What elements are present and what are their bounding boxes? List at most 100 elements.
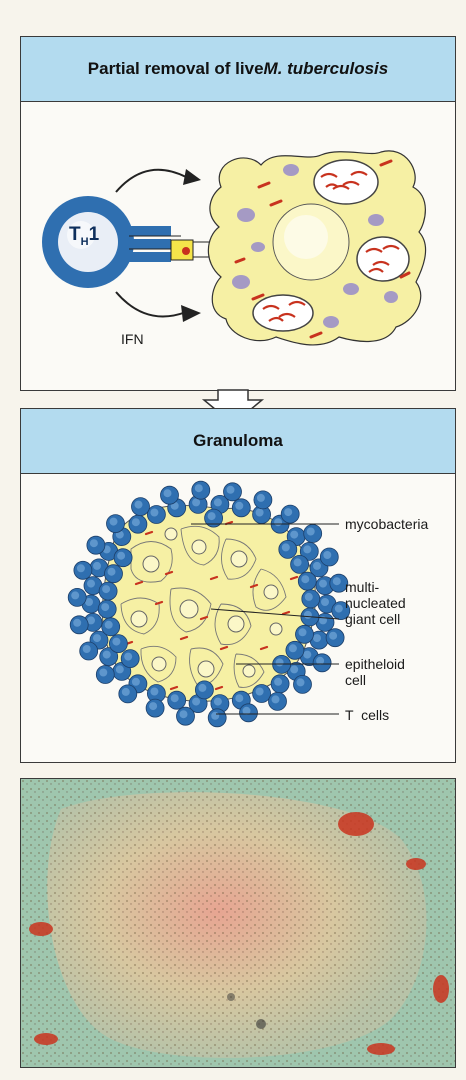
- t-cell-highlight: [134, 500, 143, 509]
- t-cell-highlight: [192, 697, 201, 706]
- t-cell-highlight: [296, 678, 305, 687]
- macrophage: [207, 150, 427, 346]
- t-cell-highlight: [316, 656, 325, 665]
- ifn-label: IFN: [121, 331, 144, 347]
- t-cell-highlight: [306, 527, 315, 536]
- t-cell-highlight: [104, 620, 113, 629]
- t-cell-highlight: [319, 579, 327, 588]
- t-cell-highlight: [115, 665, 124, 674]
- granuloma-micrograph: [20, 778, 456, 1068]
- t-cell-highlight: [303, 545, 312, 554]
- t-cell-highlight: [255, 687, 264, 696]
- giant-cell-label-line2: nucleated: [345, 595, 406, 611]
- receptor-complex: [129, 226, 211, 262]
- t-cell-highlight: [281, 543, 290, 552]
- t-cell-highlight: [293, 558, 302, 567]
- giant-cell-label-line3: giant cell: [345, 611, 401, 627]
- t-cell-highlight: [150, 508, 159, 517]
- t-cell-highlight: [71, 591, 80, 600]
- t-cell-highlight: [290, 665, 299, 674]
- t-cell-highlight: [99, 668, 108, 677]
- t-cell-highlight: [102, 650, 111, 659]
- t-cell-highlight: [284, 508, 293, 517]
- th1-label-num: 1: [88, 224, 100, 245]
- t-cell-highlight: [301, 575, 310, 584]
- t-cell-highlight: [198, 683, 207, 692]
- t-cell-highlight: [207, 512, 216, 521]
- activation-panel-header: Partial removal of live M. tuberculosis: [21, 37, 455, 102]
- activation-title-text: Partial removal of live: [87, 59, 264, 78]
- t-cell-highlight: [194, 484, 203, 493]
- t-cell-highlight: [112, 637, 121, 646]
- t-cell-highlight: [298, 628, 307, 637]
- t-cell-highlight: [332, 577, 341, 586]
- leader-lines: [191, 523, 340, 715]
- nuclei: [130, 527, 283, 678]
- t-cell-highlight: [323, 551, 332, 559]
- t-cell-highlight: [131, 677, 140, 686]
- t-cell-highlight: [149, 702, 158, 711]
- t-cell-highlight: [304, 592, 313, 601]
- t-cell-highlight: [242, 706, 251, 715]
- t-cell-highlight: [179, 710, 188, 719]
- t-cell-highlight: [213, 498, 222, 507]
- t-cell-highlight: [109, 517, 118, 526]
- t-cell-highlight: [303, 610, 312, 619]
- epitheloid-cells: [120, 525, 287, 688]
- t-cell-highlight: [303, 650, 312, 659]
- mycobacteria-label: mycobacteria: [345, 516, 429, 532]
- th1-label-sub: H: [80, 235, 89, 248]
- t-cell-highlight: [102, 585, 111, 594]
- granuloma-panel: Granuloma: [20, 408, 456, 763]
- granuloma-diagram: [67, 480, 351, 728]
- t-cells-label: T cells: [345, 707, 390, 723]
- t-cell-highlight: [87, 616, 95, 625]
- t-cell-highlight: [226, 485, 235, 494]
- t-cell-highlight: [256, 493, 265, 502]
- t-cell-highlight: [313, 634, 321, 643]
- t-cell-highlight: [313, 561, 321, 570]
- t-cell-highlight: [235, 501, 244, 510]
- t-cell-highlight: [117, 551, 126, 560]
- t-cell-highlight: [107, 567, 116, 576]
- micrograph-image: [21, 779, 455, 1067]
- giant-cell-label-line1: multi-: [345, 579, 380, 595]
- epitheloid-label-line2: cell: [345, 672, 367, 688]
- t-cell-highlight: [274, 518, 283, 527]
- t-cell-highlight: [76, 564, 85, 573]
- granuloma-title: Granuloma: [193, 431, 283, 450]
- t-cell-highlight: [321, 598, 329, 606]
- t-cell-highlight: [121, 687, 130, 696]
- t-cell-highlight: [73, 618, 82, 627]
- activation-panel: Partial removal of live M. tuberculosis: [20, 36, 456, 391]
- t-cell-highlight: [82, 645, 91, 653]
- t-cell-highlight: [85, 598, 93, 606]
- t-cell-highlight: [211, 711, 220, 720]
- t-cell-highlight: [101, 603, 110, 612]
- t-cell-highlight: [271, 695, 280, 704]
- t-cell-highlight: [150, 687, 159, 696]
- t-cell-highlight: [170, 694, 179, 703]
- t-cell-highlight: [290, 530, 299, 539]
- mycobacteria-specks: [124, 520, 299, 691]
- t-cell-highlight: [213, 697, 222, 706]
- activation-diagram: [42, 150, 427, 346]
- signal-arrows: [115, 168, 201, 322]
- th1-cell: [42, 196, 134, 288]
- t-cell-highlight: [87, 579, 95, 588]
- t-cell-highlight: [334, 604, 343, 613]
- granuloma-panel-header: Granuloma: [21, 409, 455, 474]
- t-cell-highlight: [93, 561, 101, 570]
- t-cell-highlight: [288, 644, 297, 653]
- activation-title-organism: M. tuberculosis: [263, 59, 389, 78]
- t-cell-highlight: [255, 508, 264, 517]
- t-cell-highlight: [274, 677, 283, 686]
- t-cell-highlight: [89, 539, 98, 548]
- th1-label: TH1: [69, 224, 100, 250]
- t-cell-highlight: [163, 489, 172, 498]
- t-cell-highlight: [124, 652, 133, 661]
- t-cell-highlight: [329, 631, 338, 640]
- t-cell-highlight: [93, 634, 101, 643]
- t-cells-ring: [67, 480, 351, 728]
- th1-label-main: T: [69, 224, 81, 245]
